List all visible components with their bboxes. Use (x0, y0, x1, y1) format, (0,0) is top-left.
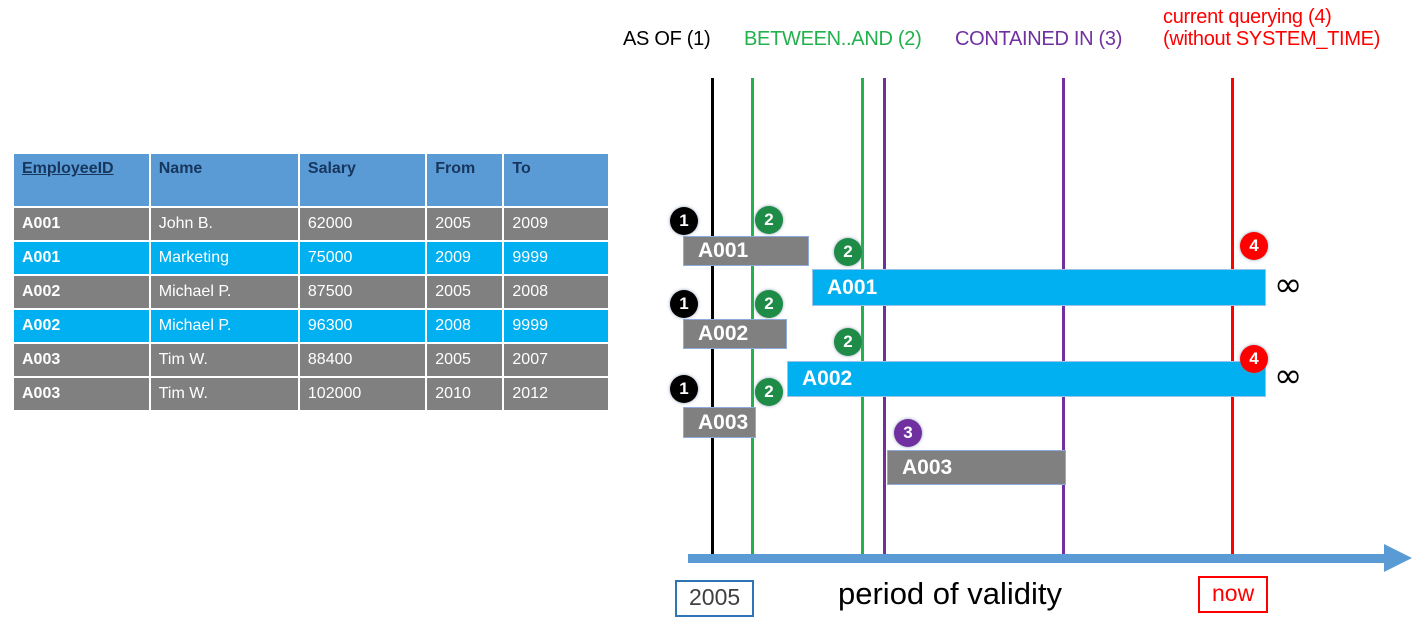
legend-current-querying: current querying (4) (without SYSTEM_TIM… (1163, 6, 1380, 51)
table-row: A003 Tim W. 88400 2005 2007 (14, 344, 608, 376)
badge-between-a003-start: 2 (755, 378, 783, 406)
badge-current-a002: 4 (1240, 345, 1268, 373)
axis-now-label: now (1198, 576, 1269, 613)
cell-salary: 62000 (299, 208, 426, 240)
cell-from: 2009 (427, 242, 503, 274)
validity-bar-a001-historic: A001 (683, 236, 809, 266)
badge-between-a002-start: 2 (755, 290, 783, 318)
legend-between-and: BETWEEN..AND (2) (744, 28, 922, 50)
infinity-icon: ∞ (1274, 265, 1303, 305)
cell-employeeid: A003 (14, 344, 149, 376)
badge-contained-in-a003: 3 (894, 419, 922, 447)
cell-employeeid: A001 (14, 242, 149, 274)
cell-to: 9999 (504, 310, 608, 342)
cell-name: Michael P. (150, 310, 298, 342)
cell-salary: 87500 (299, 276, 426, 308)
table-row: A001 Marketing 75000 2009 9999 (14, 242, 608, 274)
marker-line-now (1231, 78, 1234, 562)
marker-line-contained-end (1062, 78, 1065, 562)
legend-contained-in: CONTAINED IN (3) (955, 28, 1123, 50)
cell-employeeid: A002 (14, 310, 149, 342)
cell-salary: 75000 (299, 242, 426, 274)
table-header-row: EmployeeID Name Salary From To (14, 154, 608, 206)
legend-current-line1: current querying (4) (1163, 6, 1332, 28)
marker-line-contained-start (883, 78, 886, 562)
column-header-employeeid-label: EmployeeID (22, 160, 114, 177)
cell-name: Tim W. (150, 344, 298, 376)
badge-as-of-a002: 1 (670, 290, 698, 318)
cell-from: 2005 (427, 344, 503, 376)
cell-salary: 88400 (299, 344, 426, 376)
timeline-axis (688, 554, 1388, 563)
badge-as-of-a001: 1 (670, 207, 698, 235)
badge-between-a001-start: 2 (755, 206, 783, 234)
legend-as-of: AS OF (1) (623, 28, 711, 50)
badge-between-a001-end: 2 (834, 238, 862, 266)
validity-bar-a002-current: A002 (787, 361, 1266, 397)
cell-from: 2005 (427, 208, 503, 240)
table-row: A002 Michael P. 87500 2005 2008 (14, 276, 608, 308)
axis-start-label: 2005 (675, 580, 755, 617)
arrow-right-icon (1384, 544, 1412, 572)
cell-employeeid: A002 (14, 276, 149, 308)
cell-employeeid: A003 (14, 378, 149, 410)
badge-as-of-a003: 1 (670, 375, 698, 403)
column-header-salary: Salary (299, 154, 426, 206)
marker-line-between-end (861, 78, 864, 562)
validity-bar-a003-first: A003 (683, 407, 756, 438)
column-header-employeeid: EmployeeID (14, 154, 149, 206)
column-header-from: From (427, 154, 503, 206)
validity-bar-a002-historic: A002 (683, 319, 787, 349)
legend-current-line2: (without SYSTEM_TIME) (1163, 28, 1381, 51)
validity-bar-a001-current: A001 (812, 269, 1266, 306)
cell-name: Marketing (150, 242, 298, 274)
table-row: A002 Michael P. 96300 2008 9999 (14, 310, 608, 342)
cell-to: 2009 (504, 208, 608, 240)
cell-employeeid: A001 (14, 208, 149, 240)
cell-salary: 102000 (299, 378, 426, 410)
cell-from: 2008 (427, 310, 503, 342)
cell-to: 2012 (504, 378, 608, 410)
cell-name: Tim W. (150, 378, 298, 410)
table-row: A001 John B. 62000 2005 2009 (14, 208, 608, 240)
cell-to: 9999 (504, 242, 608, 274)
badge-current-a001: 4 (1240, 232, 1268, 260)
cell-from: 2005 (427, 276, 503, 308)
infinity-icon: ∞ (1274, 356, 1303, 396)
cell-to: 2007 (504, 344, 608, 376)
badge-between-a002-end: 2 (834, 328, 862, 356)
table-row: A003 Tim W. 102000 2010 2012 (14, 378, 608, 410)
validity-bar-a003-second: A003 (887, 450, 1066, 485)
employee-history-table: EmployeeID Name Salary From To A001 John… (12, 152, 610, 412)
cell-name: Michael P. (150, 276, 298, 308)
cell-name: John B. (150, 208, 298, 240)
column-header-to: To (504, 154, 608, 206)
cell-to: 2008 (504, 276, 608, 308)
column-header-name: Name (150, 154, 298, 206)
axis-title: period of validity (838, 576, 1063, 611)
cell-salary: 96300 (299, 310, 426, 342)
cell-from: 2010 (427, 378, 503, 410)
